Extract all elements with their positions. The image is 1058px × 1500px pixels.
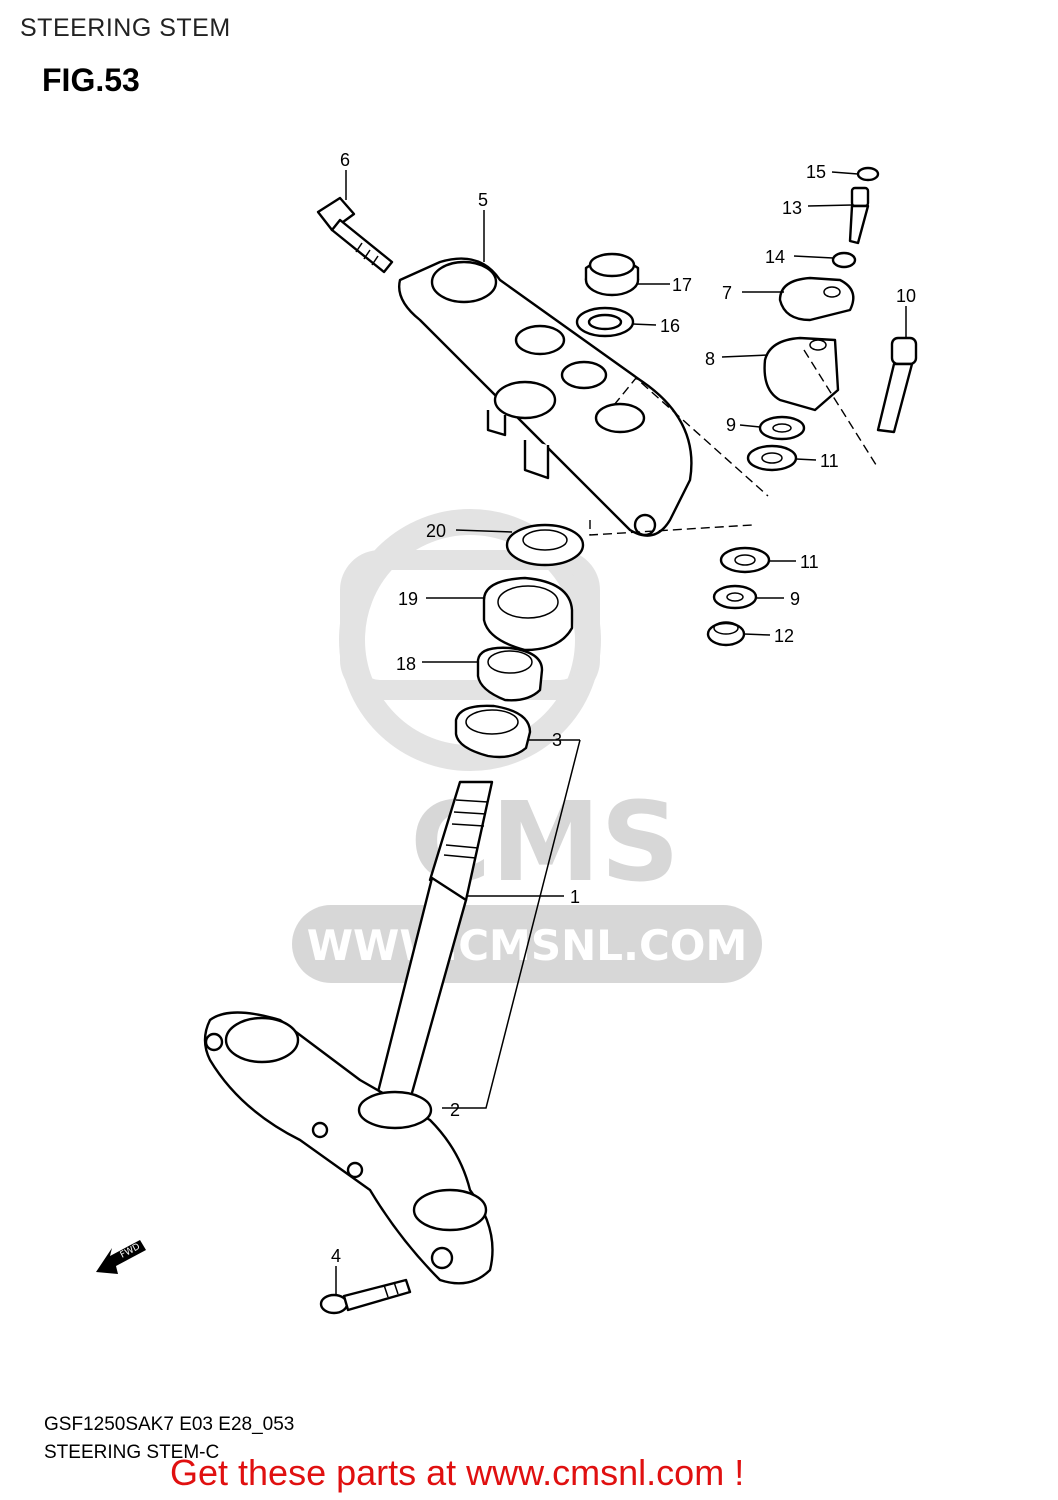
- callout-9-lower: 9: [790, 589, 800, 609]
- washer-part-16: [575, 306, 635, 338]
- bolt-part-4: [319, 1278, 412, 1315]
- callout-1: 1: [570, 887, 580, 907]
- callout-16: 16: [660, 316, 680, 336]
- callout-11-upper: 11: [820, 451, 839, 471]
- figure-label: FIG.53: [42, 62, 140, 98]
- callout-11-lower: 11: [800, 552, 819, 572]
- callout-4: 4: [331, 1246, 341, 1266]
- callout-8: 8: [705, 349, 715, 369]
- washer-part-11-lower: [719, 546, 771, 574]
- callout-14: 14: [765, 247, 785, 267]
- callout-17: 17: [672, 275, 692, 295]
- callout-3: 3: [552, 730, 562, 750]
- bolt-part-13: [848, 186, 870, 245]
- callout-19: 19: [398, 589, 418, 609]
- callout-18: 18: [396, 654, 416, 674]
- diagram-subtitle: STEERING STEM-C: [44, 1442, 220, 1463]
- bolt-part-10: [876, 336, 918, 434]
- washer-part-9-lower: [712, 584, 758, 610]
- cap-part-15: [856, 166, 880, 182]
- washer-part-9-upper: [758, 415, 806, 441]
- callout-9-upper: 9: [726, 415, 736, 435]
- callout-15: 15: [806, 162, 826, 182]
- callout-7: 7: [722, 283, 732, 303]
- callouts: 6 5 17 16 15 13 14 7 8 10 9 11 20 19 18 …: [331, 150, 916, 1266]
- leader-lines: [335, 170, 907, 1294]
- seal-part-19: [482, 576, 574, 652]
- upper-bracket-part-5: [398, 257, 693, 537]
- washer-part-11-upper: [746, 444, 798, 472]
- callout-6: 6: [340, 150, 350, 170]
- steering-stem-part-1: [376, 780, 494, 1102]
- callout-10: 10: [896, 286, 916, 306]
- nut-part-12: [706, 621, 746, 647]
- handlebar-holder-upper-part-7: [778, 276, 855, 322]
- callout-13: 13: [782, 198, 802, 218]
- lower-bracket: [203, 1011, 494, 1285]
- washer-part-14: [831, 251, 857, 269]
- cap-part-17: [584, 252, 640, 297]
- cta-link[interactable]: Get these parts at www.cmsnl.com !: [170, 1452, 745, 1493]
- bearing-part-18: [476, 646, 544, 702]
- handlebar-holder-lower-part-8: [763, 336, 840, 412]
- bearing-part-3: [454, 704, 532, 759]
- diagram-code: GSF1250SAK7 E03 E28_053: [44, 1414, 295, 1435]
- callout-5: 5: [478, 190, 488, 210]
- nut-part-20: [505, 523, 585, 567]
- callout-2: 2: [450, 1100, 460, 1120]
- callout-20: 20: [426, 521, 446, 541]
- bolt-part-6: [316, 196, 394, 274]
- page-title: STEERING STEM: [20, 14, 231, 42]
- callout-12: 12: [774, 626, 794, 646]
- fwd-arrow: FWD: [96, 1240, 146, 1274]
